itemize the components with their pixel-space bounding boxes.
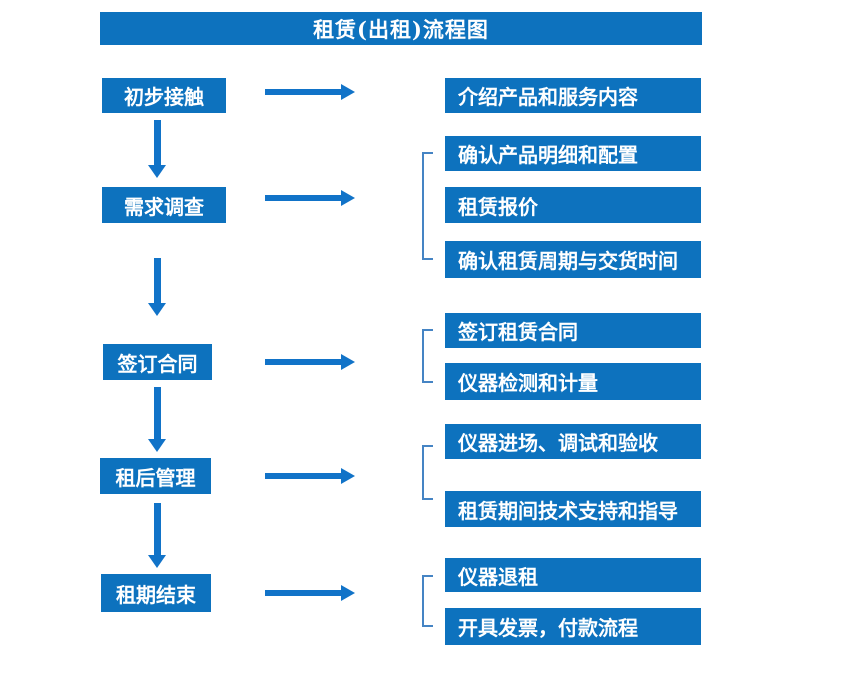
arrow-head <box>341 468 355 484</box>
detail-box-2-3: 确认租赁周期与交货时间 <box>445 241 701 278</box>
arrow-right-icon <box>265 585 355 601</box>
detail-box-2-1: 确认产品明细和配置 <box>445 136 701 171</box>
stage-box-demand-survey: 需求调查 <box>102 187 226 223</box>
stage-box-lease-end: 租期结束 <box>101 574 211 612</box>
arrow-shaft <box>265 359 341 365</box>
arrow-head <box>148 303 166 316</box>
arrow-shaft <box>154 258 161 304</box>
group-bracket <box>422 575 433 627</box>
stage-box-sign-contract: 签订合同 <box>103 344 212 380</box>
arrow-shaft <box>154 387 161 440</box>
stage-box-post-rental-management: 租后管理 <box>100 458 211 494</box>
arrow-head <box>148 555 166 568</box>
arrow-shaft <box>265 195 341 201</box>
diagram-title: 租赁(出租)流程图 <box>100 12 702 45</box>
detail-box-4-2: 租赁期间技术支持和指导 <box>445 491 701 527</box>
arrow-right-icon <box>265 190 355 206</box>
arrow-head <box>148 165 166 178</box>
arrow-head <box>148 439 166 452</box>
group-bracket <box>422 329 433 383</box>
arrow-head <box>341 585 355 601</box>
arrow-down-icon <box>148 120 166 178</box>
arrow-down-icon <box>148 387 166 452</box>
group-bracket <box>422 152 433 260</box>
detail-box-1-1: 介绍产品和服务内容 <box>445 78 701 113</box>
arrow-head <box>341 84 355 100</box>
arrow-down-icon <box>148 258 166 316</box>
arrow-shaft <box>265 89 341 95</box>
arrow-shaft <box>265 590 341 596</box>
arrow-head <box>341 354 355 370</box>
arrow-down-icon <box>148 503 166 568</box>
arrow-shaft <box>154 120 161 166</box>
detail-box-5-1: 仪器退租 <box>445 558 701 592</box>
detail-box-3-1: 签订租赁合同 <box>445 313 701 348</box>
group-bracket <box>422 445 433 500</box>
arrow-shaft <box>154 503 161 556</box>
detail-box-3-2: 仪器检测和计量 <box>445 363 701 400</box>
detail-box-5-2: 开具发票，付款流程 <box>445 608 701 645</box>
arrow-shaft <box>265 473 341 479</box>
detail-box-2-2: 租赁报价 <box>445 187 701 223</box>
detail-box-4-1: 仪器进场、调试和验收 <box>445 424 701 459</box>
arrow-right-icon <box>265 468 355 484</box>
arrow-head <box>341 190 355 206</box>
arrow-right-icon <box>265 354 355 370</box>
stage-box-initial-contact: 初步接触 <box>102 78 226 113</box>
arrow-right-icon <box>265 84 355 100</box>
